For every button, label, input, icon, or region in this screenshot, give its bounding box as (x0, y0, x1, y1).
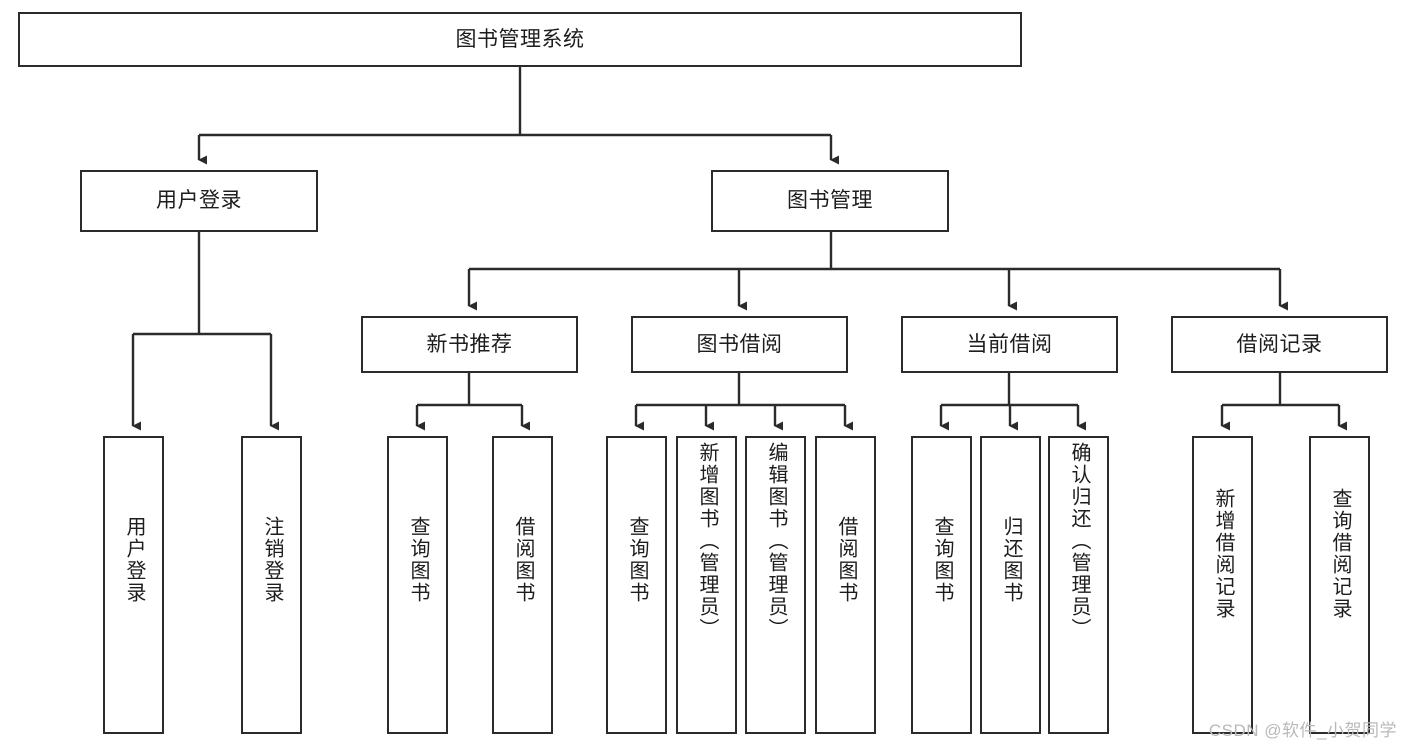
node-leaf-label: 用户登录 (123, 516, 145, 604)
node-borrow-record[interactable]: 借阅记录 (1171, 316, 1388, 373)
node-leaf-label: 编辑图书（管理员） (765, 442, 787, 640)
node-user-login[interactable]: 用户登录 (80, 170, 318, 232)
node-leaf-label: 新增借阅记录 (1212, 488, 1234, 620)
node-leaf-book-borrow-borrow[interactable]: 借阅图书 (815, 436, 876, 734)
node-leaf-label: 查询图书 (407, 516, 429, 604)
node-leaf-label: 查询图书 (626, 516, 648, 604)
watermark-text: CSDN @软件_小贺同学 (1208, 721, 1397, 740)
node-leaf-label: 查询借阅记录 (1329, 488, 1351, 620)
node-root-label: 图书管理系统 (455, 27, 585, 51)
node-current-borrow-label: 当前借阅 (966, 332, 1053, 356)
node-new-book-recommend[interactable]: 新书推荐 (361, 316, 578, 373)
node-book-management[interactable]: 图书管理 (711, 170, 949, 232)
node-leaf-label: 查询图书 (931, 516, 953, 604)
node-leaf-label: 归还图书 (1000, 516, 1022, 604)
node-leaf-label: 注销登录 (261, 516, 283, 604)
node-new-book-recommend-label: 新书推荐 (426, 332, 513, 356)
node-book-borrow[interactable]: 图书借阅 (631, 316, 848, 373)
node-leaf-new-book-borrow[interactable]: 借阅图书 (492, 436, 553, 734)
node-leaf-label: 借阅图书 (835, 516, 857, 604)
node-current-borrow[interactable]: 当前借阅 (901, 316, 1118, 373)
node-book-borrow-label: 图书借阅 (696, 332, 783, 356)
node-leaf-borrow-record-query[interactable]: 查询借阅记录 (1309, 436, 1370, 734)
node-leaf-current-borrow-confirm[interactable]: 确认归还（管理员） (1048, 436, 1109, 734)
node-leaf-book-borrow-add[interactable]: 新增图书（管理员） (676, 436, 737, 734)
node-leaf-label: 确认归还（管理员） (1068, 442, 1090, 640)
node-leaf-user-login-logout[interactable]: 注销登录 (241, 436, 302, 734)
node-leaf-book-borrow-edit[interactable]: 编辑图书（管理员） (745, 436, 806, 734)
node-leaf-book-borrow-query[interactable]: 查询图书 (606, 436, 667, 734)
node-leaf-user-login-login[interactable]: 用户登录 (103, 436, 164, 734)
node-leaf-borrow-record-add[interactable]: 新增借阅记录 (1192, 436, 1253, 734)
node-book-management-label: 图书管理 (787, 189, 873, 213)
node-borrow-record-label: 借阅记录 (1236, 332, 1323, 356)
node-leaf-label: 新增图书（管理员） (696, 442, 718, 640)
node-leaf-current-borrow-return[interactable]: 归还图书 (980, 436, 1041, 734)
node-root[interactable]: 图书管理系统 (18, 12, 1022, 67)
node-leaf-current-borrow-query[interactable]: 查询图书 (911, 436, 972, 734)
node-user-login-label: 用户登录 (156, 189, 242, 213)
node-leaf-new-book-query[interactable]: 查询图书 (387, 436, 448, 734)
node-leaf-label: 借阅图书 (512, 516, 534, 604)
